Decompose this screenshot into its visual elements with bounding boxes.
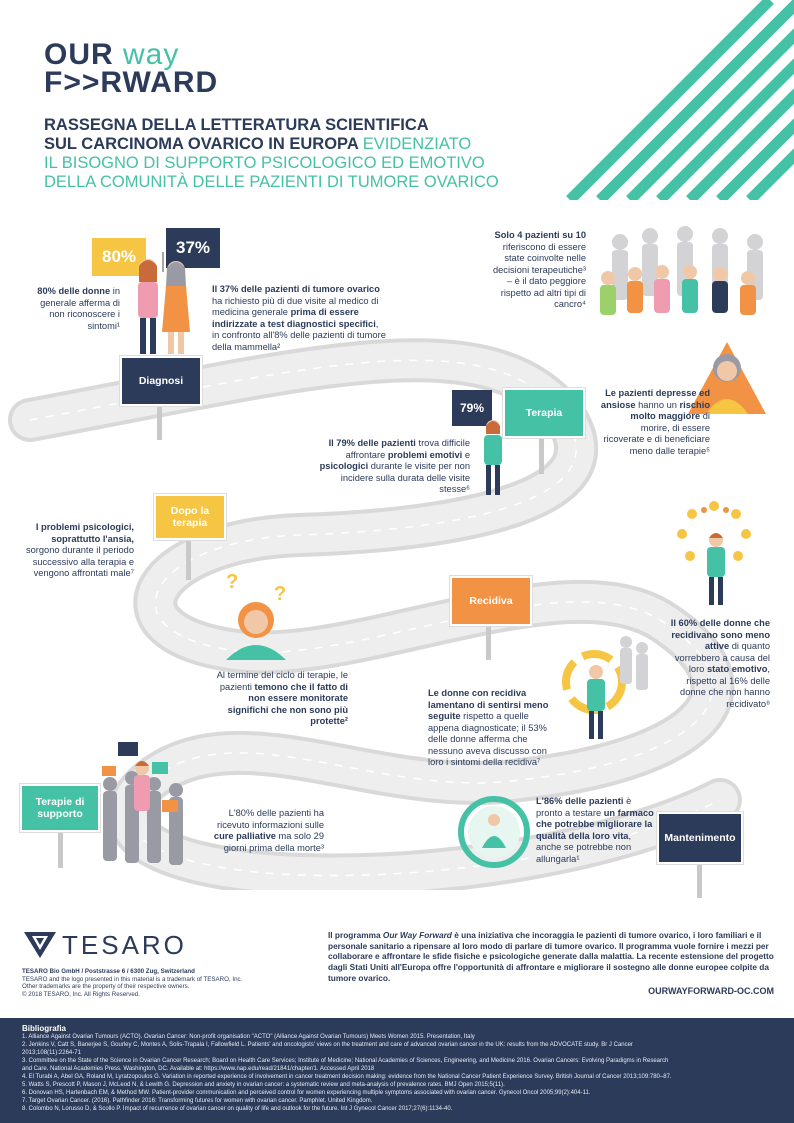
stat-60-text: Il 60% delle donne che recidivano sono m… (670, 618, 770, 709)
stat-37-text: Il 37% delle pazienti di tumore ovarico … (212, 284, 386, 352)
logo-our-way: OUR way (44, 38, 180, 71)
stat-palliative-text: L'80% delle pazienti ha ricevuto informa… (213, 808, 324, 853)
program-description: Il programma Our Way Forward è una inizi… (328, 930, 774, 983)
placard-79: 79% (452, 390, 492, 426)
stat-86-text: L'86% delle pazienti è pronto a testare … (536, 796, 654, 864)
tesaro-legal: TESARO Bio GmbH / Poststrasse 6 / 6300 Z… (22, 968, 243, 998)
bibliography-item: 6. Donovan HS, Hartenbach EM, & Method M… (22, 1090, 591, 1096)
bibliography-item: and Care. National Academies Press. Wash… (22, 1066, 375, 1072)
emoji-circle-woman-illustration (677, 501, 751, 605)
bibliography-item: 1. Alliance Against Ovarian Tumours (ACT… (22, 1034, 475, 1040)
program-url[interactable]: OURWAYFORWARD-OC.COM (648, 986, 774, 996)
bibliography-item: 8. Colombo N, Lorusso D, & Scollo P. Imp… (22, 1106, 453, 1112)
meditating-woman-illustration (458, 796, 530, 868)
title-line-3: IL BISOGNO DI SUPPORTO PSICOLOGICO ED EM… (44, 154, 485, 172)
sign-post-diagnosi (157, 400, 162, 440)
decorative-stripes (566, 0, 794, 200)
bibliography-item: 5. Watts S, Prescott P, Mason J, McLeod … (22, 1082, 505, 1088)
sign-terapia: Terapia (503, 388, 585, 438)
tesaro-logo-icon (24, 932, 56, 958)
depressed-woman-illustration (688, 342, 766, 414)
placard-80: 80% (92, 238, 146, 276)
stat-recurrence-text: Le donne con recidiva lamentano di senti… (428, 688, 549, 767)
recurrence-cycle-illustration (562, 636, 648, 739)
sign-terapie-di-supporto: Terapie di supporto (20, 784, 100, 832)
bibliography-item: 3. Committee on the State of the Science… (22, 1058, 669, 1064)
support-group-illustration (102, 742, 183, 865)
stat-depression-text: Le pazienti depresse ed ansiose hanno un… (600, 388, 710, 456)
woman-terapia-illustration (484, 420, 502, 495)
sign-dopo-la-terapia: Dopo la terapia (154, 494, 226, 540)
sign-post-mantenimento (697, 858, 702, 898)
crowd-women-illustration (600, 226, 763, 315)
bibliography-item: 2. Jenkins V, Catt S, Banerjee S, Gourle… (22, 1042, 633, 1048)
tesaro-wordmark: TESARO (62, 930, 187, 960)
anxious-woman-illustration: ? ? (226, 571, 286, 660)
stat-4-in-10-text: Solo 4 pazienti su 10 riferiscono di ess… (492, 230, 586, 309)
bibliography-panel (0, 1018, 794, 1123)
bibliography-item: 7. Target Ovarian Cancer. (2016). Pathfi… (22, 1098, 373, 1104)
stat-psychological-text: I problemi psicologici, soprattutto l'an… (25, 522, 134, 578)
sign-post-supporto (58, 830, 63, 868)
women-diagnosi-illustration (138, 252, 190, 354)
title-line-4: DELLA COMUNITÀ DELLE PAZIENTI DI TUMORE … (44, 173, 499, 191)
sign-post-recidiva (486, 620, 491, 660)
sign-post-terapia (539, 432, 544, 474)
bibliography-item: 2013;108(11):2264-71 (22, 1050, 81, 1056)
svg-text:?: ? (226, 571, 238, 593)
svg-text:?: ? (274, 583, 286, 605)
title-line-2: SUL CARCINOMA OVARICO IN EUROPA EVIDENZI… (44, 135, 472, 153)
logo-forward: F>>RWARD (44, 66, 219, 99)
sign-mantenimento: Mantenimento (657, 812, 743, 864)
sign-recidiva: Recidiva (450, 576, 532, 626)
stat-80-text: 80% delle donne in generale afferma di n… (37, 286, 120, 331)
sign-post-dopo (186, 538, 191, 580)
sign-diagnosi: Diagnosi (120, 356, 202, 406)
title-line-1: RASSEGNA DELLA LETTERATURA SCIENTIFICA (44, 116, 429, 134)
stat-79-text: Il 79% delle pazienti trova difficile af… (319, 438, 470, 494)
stat-end-of-therapy-text: Al termine del ciclo di terapie, le pazi… (216, 670, 348, 726)
bibliography-item: 4. El Turabi A, Abel GA, Roland M, Lyrat… (22, 1074, 672, 1080)
bibliography-title: Bibliografia (22, 1024, 67, 1033)
